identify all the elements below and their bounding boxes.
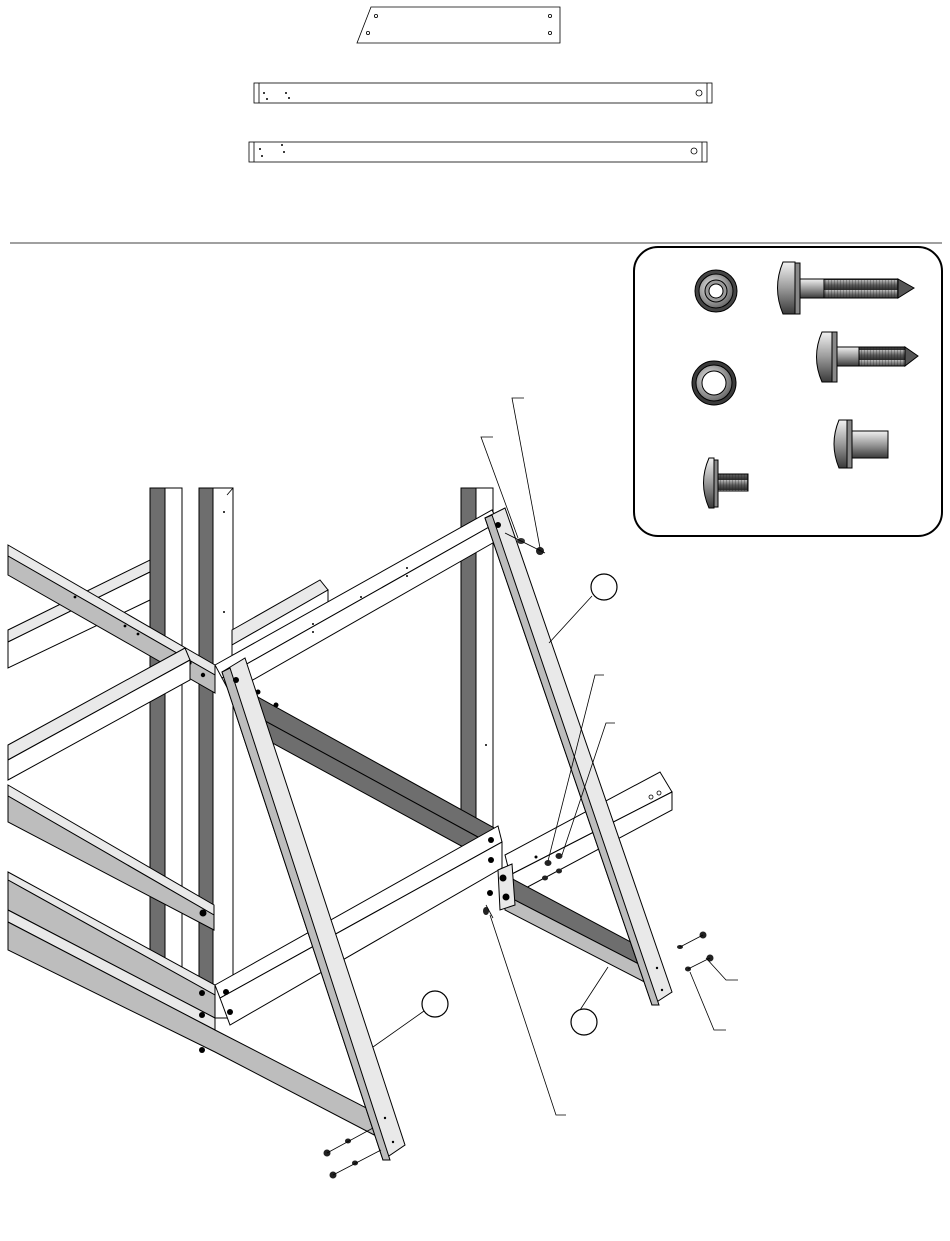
parts-preview [249,7,712,162]
reference-circle [591,574,617,600]
bolts-left-foot [324,1128,382,1179]
reference-circle [422,991,448,1017]
beam-long-1 [254,83,712,103]
bolts-right-foot [677,932,714,972]
flange-nut-small [692,361,736,405]
flange-nut-large [695,270,737,312]
bolt-junction-lower [483,905,493,918]
beam-long-2 [249,142,707,162]
top-right-beam [215,510,498,693]
brace-plate [357,7,560,43]
back-post-left [150,488,182,1008]
front-lower-beam [215,826,502,1025]
back-post-center [199,488,233,1018]
reference-circle [571,1009,597,1035]
hardware-callout [634,247,942,536]
